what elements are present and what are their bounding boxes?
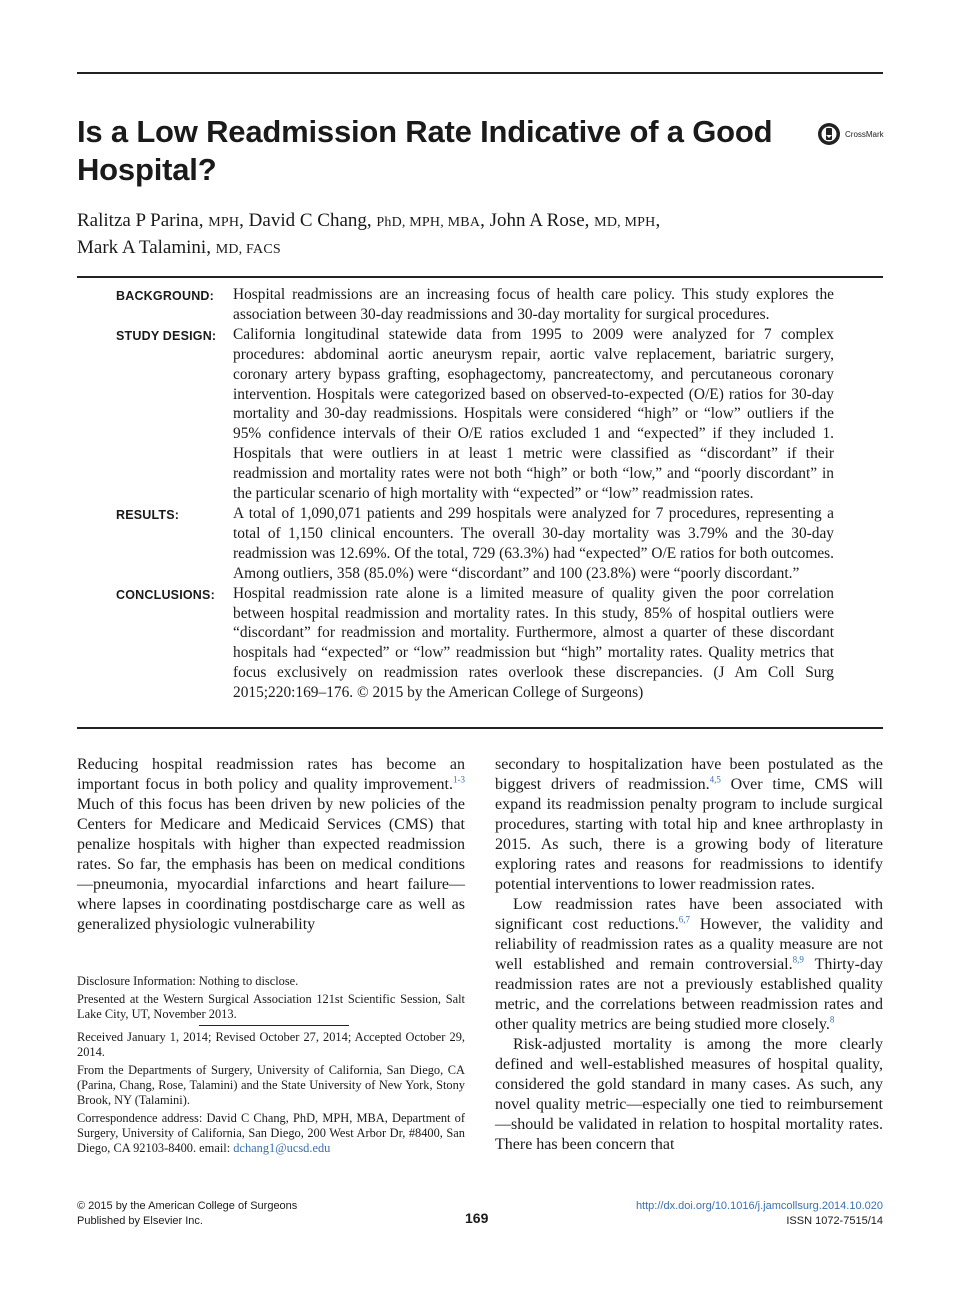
body-text: However, the validity and reliability of…	[495, 916, 883, 973]
copyright-text: © 2015 by the American College of Surgeo…	[77, 1200, 298, 1212]
abstract-label: CONCLUSIONS:	[116, 587, 215, 602]
abstract-label: BACKGROUND:	[116, 289, 215, 303]
author-credentials: MD, FACS	[215, 242, 281, 257]
abstract-section-background: BACKGROUND: Hospital readmissions are an…	[116, 285, 834, 325]
abstract-section-results: RESULTS: A total of 1,090,071 patients a…	[116, 504, 834, 584]
body-paragraph: Low readmission rates have been associat…	[495, 895, 883, 1035]
crossmark-icon	[818, 123, 840, 145]
abstract-text: California longitudinal statewide data f…	[233, 325, 834, 503]
author-name: Ralitza P Parina	[77, 210, 199, 231]
body-text: secondary to hospitalization have been p…	[495, 756, 883, 793]
reference-link[interactable]: 1-3	[453, 774, 465, 785]
body-column-left: Reducing hospital readmission rates has …	[77, 755, 465, 935]
top-rule	[77, 72, 883, 74]
email-link[interactable]: dchang1@ucsd.edu	[233, 1141, 331, 1155]
author-credentials: PhD, MPH, MBA	[376, 215, 481, 230]
abstract-label: RESULTS:	[116, 507, 180, 522]
abstract-bottom-rule	[77, 727, 883, 729]
page-number: 169	[465, 1210, 489, 1226]
abstract-top-rule	[77, 276, 883, 278]
footer-right: http://dx.doi.org/10.1016/j.jamcollsurg.…	[483, 1199, 883, 1229]
footnotes: Disclosure Information: Nothing to discl…	[77, 974, 465, 1159]
author-name: John A Rose	[489, 210, 585, 231]
footnote-divider	[199, 1025, 349, 1026]
affiliation-note: From the Departments of Surgery, Univers…	[77, 1063, 465, 1107]
abstract-section-study-design: STUDY DESIGN: California longitudinal st…	[116, 325, 834, 504]
doi-link[interactable]: http://dx.doi.org/10.1016/j.jamcollsurg.…	[635, 1200, 883, 1212]
disclosure-note: Disclosure Information: Nothing to discl…	[77, 974, 299, 988]
author-separator: ,	[239, 210, 249, 231]
body-column-right: secondary to hospitalization have been p…	[495, 755, 883, 1155]
reference-link[interactable]: 6,7	[678, 914, 690, 925]
body-text: Reducing hospital readmission rates has …	[77, 756, 465, 793]
author-separator: ,	[655, 210, 661, 231]
article-title: Is a Low Readmission Rate Indicative of …	[77, 114, 773, 187]
body-paragraph: Risk-adjusted mortality is among the mor…	[495, 1036, 883, 1153]
body-paragraph: secondary to hospitalization have been p…	[495, 755, 883, 895]
reference-link[interactable]: 8,9	[792, 954, 804, 965]
abstract-text: Hospital readmission rate alone is a lim…	[233, 584, 834, 702]
abstract-text: Hospital readmissions are an increasing …	[233, 286, 834, 323]
publisher-text: Published by Elsevier Inc.	[77, 1215, 203, 1227]
body-text: Low readmission rates have been associat…	[495, 896, 883, 933]
correspondence-text: Correspondence address: David C Chang, P…	[77, 1111, 465, 1155]
body-text: Over time, CMS will expand its readmissi…	[495, 776, 884, 893]
abstract-label: STUDY DESIGN:	[116, 328, 217, 343]
abstract: BACKGROUND: Hospital readmissions are an…	[116, 285, 834, 703]
abstract-section-conclusions: CONCLUSIONS: Hospital readmission rate a…	[116, 584, 834, 703]
crossmark-label: CrossMark	[845, 129, 884, 139]
footer-left: © 2015 by the American College of Surgeo…	[77, 1199, 377, 1229]
author-credentials: MPH	[208, 215, 240, 230]
reference-link[interactable]: 8	[829, 1014, 835, 1025]
abstract-text: A total of 1,090,071 patients and 299 ho…	[233, 504, 834, 582]
crossmark-badge[interactable]: CrossMark	[817, 122, 884, 146]
received-note: Received January 1, 2014; Revised Octobe…	[77, 1030, 465, 1059]
author-list: Ralitza P Parina, MPH, David C Chang, Ph…	[77, 210, 661, 258]
author-name: David C Chang	[248, 210, 367, 231]
author-separator: ,	[480, 210, 490, 231]
body-text: Thirty-day readmission rates are not a p…	[495, 956, 883, 1033]
author-name: Mark A Talamini	[77, 237, 207, 258]
article-page: Is a Low Readmission Rate Indicative of …	[77, 0, 884, 1290]
body-text: Much of this focus has been driven by ne…	[77, 796, 465, 933]
reference-link[interactable]: 4,5	[709, 774, 721, 785]
presented-note: Presented at the Western Surgical Associ…	[77, 992, 465, 1021]
body-paragraph: Reducing hospital readmission rates has …	[77, 755, 465, 935]
issn-text: ISSN 1072-7515/14	[786, 1215, 883, 1227]
correspondence-note: Correspondence address: David C Chang, P…	[77, 1111, 465, 1156]
author-credentials: MD, MPH	[594, 215, 656, 230]
